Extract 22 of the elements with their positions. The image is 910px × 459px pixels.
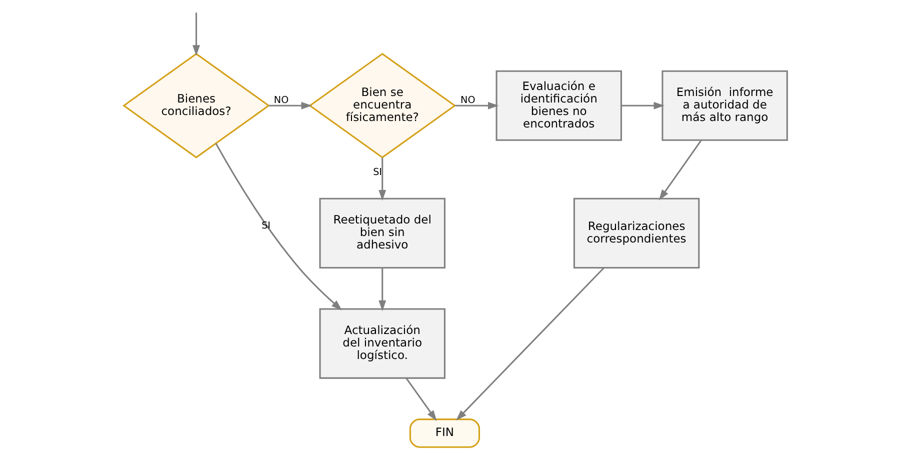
edge-label: NO [460, 94, 475, 106]
node-diamond: Bienes conciliados? [122, 52, 270, 158]
arrow [658, 140, 702, 200]
arrow [214, 143, 342, 310]
node-box: Regularizaciones correspondientes [572, 198, 700, 268]
node-box: Emisión informe a autoridad de más alto rango [661, 70, 788, 141]
node-diamond: Bien se encuentra físicamente? [308, 52, 456, 158]
arrow [454, 102, 498, 110]
edge-label: NO [273, 94, 288, 106]
edge-label: SI [372, 167, 382, 178]
arrow [405, 378, 436, 422]
node-box: Evaluación e identificación bienes no encontrados [495, 70, 622, 141]
arrow [378, 158, 386, 201]
arrow [268, 102, 312, 110]
edge-label: SI [261, 220, 270, 232]
arrow [620, 102, 664, 110]
arrow [378, 268, 386, 312]
node-box: Reetiquetado del bien sin adhesivo [318, 198, 445, 268]
arrow [192, 12, 200, 56]
arrow [456, 267, 604, 421]
node-box: Actualización del inventario logístico. [318, 308, 445, 379]
node-box: FIN [408, 418, 480, 448]
